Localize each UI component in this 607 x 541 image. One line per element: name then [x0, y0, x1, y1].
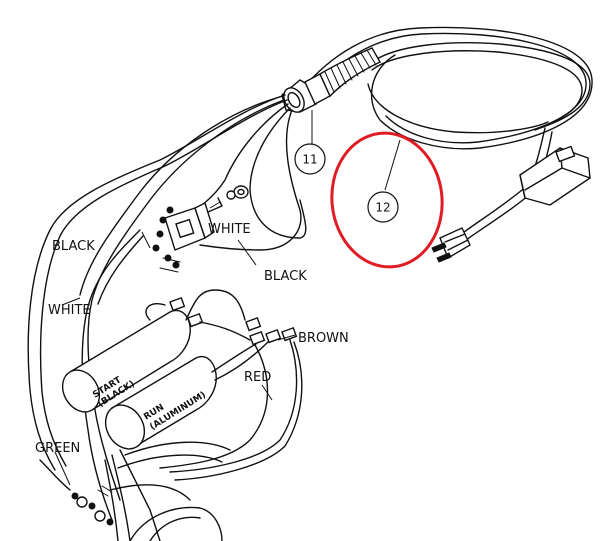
leader-lines	[54, 110, 401, 486]
label-black-switch: BLACK	[264, 269, 307, 284]
start-capacitor: START (BLACK)	[61, 309, 191, 413]
highlight-ellipse	[330, 131, 444, 269]
callout-12: 12	[367, 191, 399, 223]
wire-labels: BLACK WHITE WHITE BLACK BROWN RED GREEN	[35, 222, 349, 456]
callout-11-number: 11	[302, 153, 317, 167]
callout-11-circle	[294, 143, 326, 175]
callout-12-number: 12	[375, 201, 390, 215]
label-white-switch: WHITE	[208, 222, 251, 237]
run-capacitor: RUN (ALUMINUM)	[104, 355, 217, 450]
label-black-left: BLACK	[52, 239, 95, 254]
wire-harness	[27, 94, 307, 521]
switch-assembly	[152, 185, 249, 273]
power-cord-plug	[431, 127, 591, 263]
strain-relief	[281, 47, 381, 113]
callout-12-circle	[367, 191, 399, 223]
label-red: RED	[244, 370, 271, 385]
ground-hardware	[39, 459, 114, 526]
label-brown: BROWN	[298, 331, 349, 346]
motor-housing	[109, 441, 231, 541]
callout-11: 11	[294, 143, 326, 175]
label-white-left: WHITE	[48, 303, 91, 318]
label-green: GREEN	[35, 441, 80, 456]
power-cord-coil	[299, 26, 593, 150]
capacitor-leads	[104, 289, 303, 541]
